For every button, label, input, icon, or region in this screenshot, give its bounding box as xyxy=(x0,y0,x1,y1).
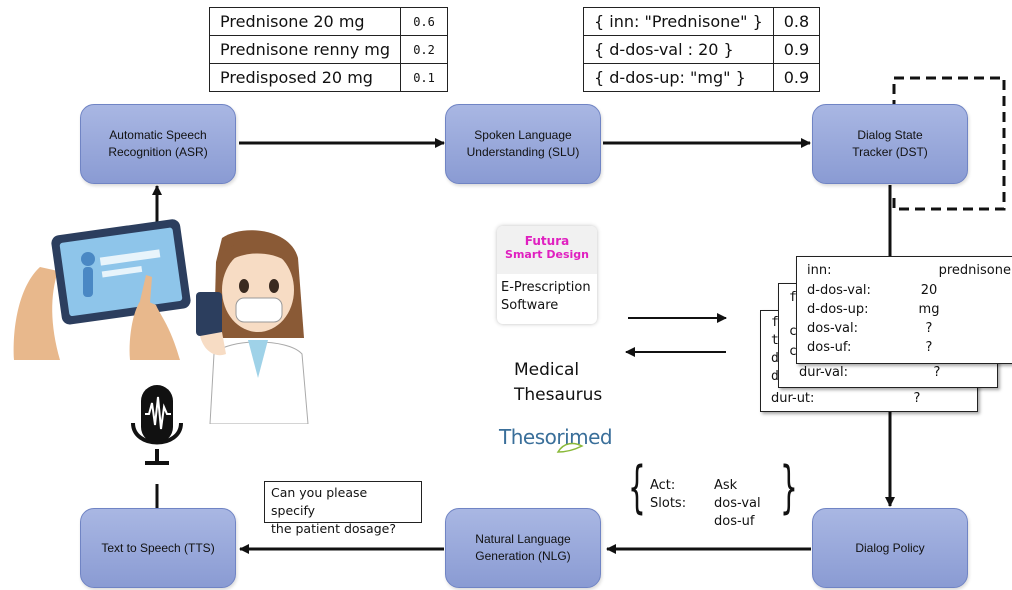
slots-label: Slots: xyxy=(650,496,687,511)
act-value: Ask xyxy=(714,478,738,493)
slot-key: d-dos-up: xyxy=(807,302,869,317)
hypothesis-text: Prednisone 20 mg xyxy=(208,7,402,36)
asr-module: Automatic Speech Recognition (ASR) xyxy=(80,104,236,184)
stub-letter: c xyxy=(789,324,797,339)
dst-self-loop xyxy=(892,76,1006,211)
slot-value: ? xyxy=(913,391,921,406)
table-row: { d-dos-up: "mg" }0.9 xyxy=(583,63,821,92)
policy-module: Dialog Policy xyxy=(812,508,968,588)
stub-letter: f xyxy=(789,290,797,305)
slot-key: dos-uf: xyxy=(807,340,852,355)
hypothesis-text: Prednisone renny mg xyxy=(208,35,402,64)
frame-score: 0.9 xyxy=(772,35,821,64)
slot-value: mg xyxy=(918,302,940,317)
tablet-hands-illustration xyxy=(13,219,191,360)
state-row-dur-val: dur-val: ? xyxy=(799,365,987,384)
futura-logo-line2: Smart Design xyxy=(505,248,589,261)
thesorimed-logo: Thesorimed xyxy=(499,425,613,449)
hypothesis-text: Predisposed 20 mg xyxy=(208,63,402,92)
frame-score: 0.8 xyxy=(772,7,821,36)
frame-text: { inn: "Prednisone" } xyxy=(583,7,774,36)
state-row-dur-ut: dur-ut: ? xyxy=(771,391,967,410)
microphone-icon xyxy=(131,385,183,465)
slot-key: dur-ut: xyxy=(771,391,815,406)
thesaurus-line2: Thesaurus xyxy=(514,385,603,405)
stub-letter: t xyxy=(771,333,779,348)
left-brace: { xyxy=(628,455,646,520)
hypothesis-score: 0.6 xyxy=(400,7,449,36)
table-row: { d-dos-val : 20 }0.9 xyxy=(583,35,821,64)
hypothesis-score: 0.2 xyxy=(400,35,449,64)
slot-value: prednisone xyxy=(938,263,1011,278)
dst-module: Dialog State Tracker (DST) xyxy=(812,104,968,184)
eprescription-software: Futura Smart Design E-Prescription Softw… xyxy=(497,226,597,324)
state-row: inn: prednisone xyxy=(807,263,1011,282)
software-line1: E-Prescription xyxy=(501,280,591,295)
nlg-module: Natural Language Generation (NLG) xyxy=(445,508,601,588)
slot-value: ? xyxy=(933,365,941,380)
slot-value: 20 xyxy=(920,283,938,298)
futura-logo-line1: Futura xyxy=(524,234,570,248)
table-row: { inn: "Prednisone" }0.8 xyxy=(583,7,821,36)
stub-letter: d xyxy=(771,351,779,366)
futura-logo: Futura Smart Design xyxy=(497,226,597,274)
act-label: Act: xyxy=(650,478,676,493)
stub-letter: f xyxy=(771,315,779,330)
thesaurus-line1: Medical xyxy=(514,360,580,380)
slot-key: dur-val: xyxy=(799,365,848,380)
slot-value: ? xyxy=(925,321,933,336)
state-row: d-dos-up: mg xyxy=(807,302,1007,321)
hypothesis-score: 0.1 xyxy=(400,63,449,92)
frame-text: { d-dos-up: "mg" } xyxy=(583,63,774,92)
slot-value: dos-val xyxy=(714,496,761,511)
frame-text: { d-dos-val : 20 } xyxy=(583,35,774,64)
slu-frames-table: { inn: "Prednisone" }0.8 { d-dos-val : 2… xyxy=(583,7,821,92)
thesorimed-leaf-icon xyxy=(556,442,584,453)
nlg-output-box: Can you please specify the patient dosag… xyxy=(264,481,422,536)
slot-key: d-dos-val: xyxy=(807,283,871,298)
state-row: d-dos-val: 20 xyxy=(807,283,1007,302)
frame-score: 0.9 xyxy=(772,63,821,92)
right-brace: } xyxy=(780,455,798,520)
slu-module: Spoken Language Understanding (SLU) xyxy=(445,104,601,184)
state-row: dos-val: ? xyxy=(807,321,1007,340)
software-line2: Software xyxy=(501,298,559,313)
doctor-illustration xyxy=(196,230,309,424)
slot-key: dos-val: xyxy=(807,321,858,336)
stub-letter: c xyxy=(789,344,797,359)
state-row: dos-uf: ? xyxy=(807,340,1007,359)
slot-key: inn: xyxy=(807,263,832,278)
slot-value: dos-uf xyxy=(714,514,755,529)
stub-letter: d xyxy=(771,369,779,384)
tts-module: Text to Speech (TTS) xyxy=(80,508,236,588)
state-frame-front: inn: prednisone d-dos-val: 20 d-dos-up: … xyxy=(796,256,1012,364)
slot-value: ? xyxy=(925,340,933,355)
policy-action: { } Act: Ask Slots: dos-val dos-uf xyxy=(628,460,798,536)
